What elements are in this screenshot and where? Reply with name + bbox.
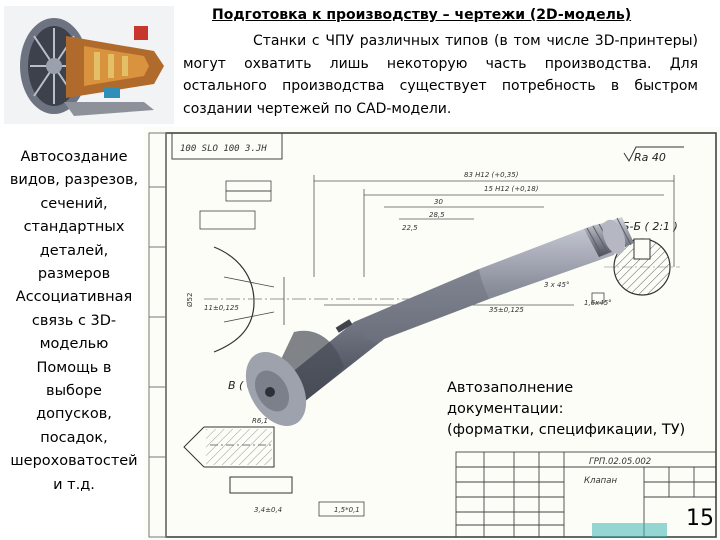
part-name: Клапан [584,476,617,486]
stamp-code: ГРП.02.05.002 [589,457,651,467]
features-line: размеров [37,266,111,283]
dim-label: 15 H12 (+0,18) [484,185,539,193]
frame-code: 100 SLO 100 3.JH [180,144,267,154]
shaft-3d-model [245,217,634,426]
engine-illustration [4,6,174,124]
features-line: Ассоциативная [15,289,133,306]
features-line: связь с 3D- [31,312,117,329]
features-line: и т.д. [53,476,95,493]
features-line: стандартных [23,219,125,236]
features-line: посадок, [40,429,108,446]
autofill-line: (форматки, спецификации, ТУ) [447,422,686,438]
slide-title: Подготовка к производству – чертежи (2D-… [212,7,632,23]
dim-label: 28,5 [429,211,445,219]
features-line: выборе [46,383,102,400]
features-line: шероховатостей [10,453,138,470]
features-line: Помощь в [36,359,112,376]
svg-text:Ø52: Ø52 [186,293,194,307]
dim-label: 30 [434,198,443,206]
features-line: Автосоздание [20,149,128,165]
features-list: Автосоздание видов, разрезов, сечений, с… [2,146,146,497]
technical-drawing: 100 SLO 100 3.JH Ra 40 83 H12 (+0,35) 15… [144,127,720,540]
features-line: допусков, [36,406,112,423]
intro-paragraph: Станки с ЧПУ различных типов (в том числ… [183,33,698,117]
dim-label: 11±0,125 [204,304,239,312]
features-line: сечений, [40,195,108,212]
dim-label: R6,1 [252,417,268,425]
roughness-mark: Ra 40 [634,151,666,164]
autofill-line: документации: [447,401,564,417]
autofill-line: Автозаполнение [447,380,574,396]
dim-label: 1,5*0,1 [334,506,360,514]
autofill-caption: Автозаполнение документации: (форматки, … [447,378,715,441]
features-line: моделью [39,336,109,353]
dim-label: 3 x 45° [544,281,569,289]
dim-label: 83 H12 (+0,35) [464,171,519,179]
features-line: видов, разрезов, [9,172,139,189]
section-label: Б-Б ( 2:1 ) [622,220,678,233]
dim-label: 35±0,125 [489,306,524,314]
page-number: 15 [686,506,714,531]
dim-label: 22,5 [402,224,418,232]
features-line: деталей, [39,242,109,259]
dim-label: 3,4±0,4 [254,506,282,514]
